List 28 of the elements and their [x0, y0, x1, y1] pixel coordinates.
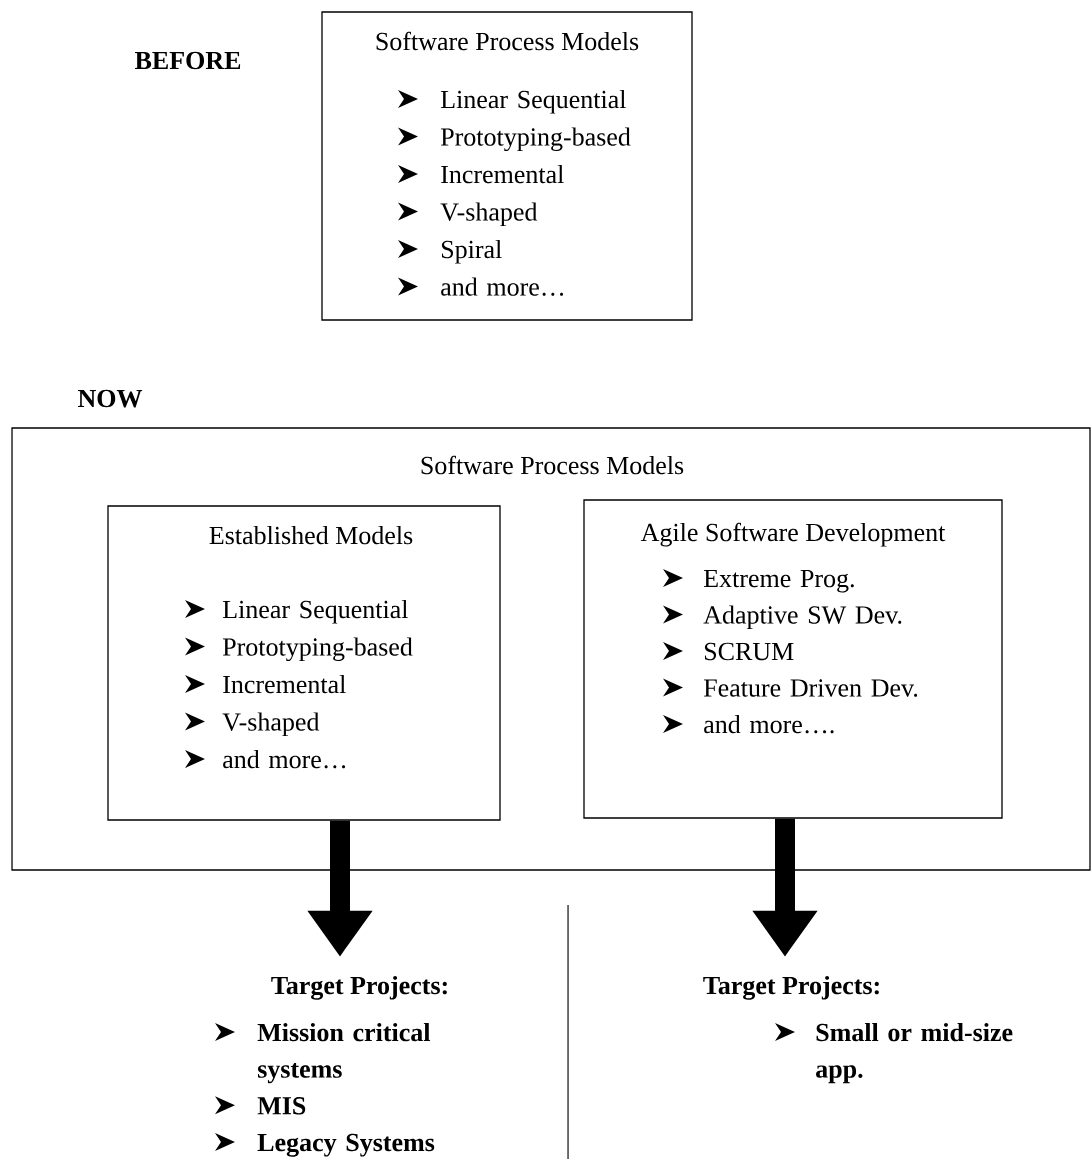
list-item: Feature Driven Dev.	[663, 678, 918, 697]
list-item: Extreme Prog.	[663, 569, 854, 593]
list-item: Prototyping-based	[185, 637, 413, 662]
heading: Target Projects:	[271, 975, 447, 1000]
list-item: Legacy Systems	[215, 1133, 435, 1157]
heading: Software Process Models	[376, 31, 639, 51]
list-item: Spiral	[398, 239, 502, 264]
heading: Software Process Models	[421, 455, 684, 475]
list-item: Linear Sequential	[185, 599, 408, 624]
list-item: Incremental	[398, 164, 564, 184]
list-item: Linear Sequential	[398, 89, 626, 114]
list-item: and more…	[398, 277, 564, 296]
list-item: Incremental	[185, 674, 346, 694]
section-label: BEFORE	[135, 51, 241, 70]
list-item: Small or mid-size app.	[775, 1022, 1013, 1084]
heading: Established Models	[209, 525, 413, 545]
list-item: and more…	[185, 749, 346, 769]
list-item: V-shaped	[185, 712, 320, 737]
list-item: V-shaped	[398, 202, 538, 227]
heading: Target Projects:	[703, 975, 879, 1000]
list-item: Mission critical systems	[215, 1022, 431, 1084]
list-item: Adaptive SW Dev.	[663, 605, 902, 630]
list-item: and more….	[663, 714, 834, 734]
heading: Agile Software Development	[640, 522, 946, 547]
list-item: SCRUM	[663, 642, 794, 661]
list-item: Prototyping-based	[398, 127, 631, 152]
list-item: MIS	[215, 1096, 306, 1115]
section-label: NOW	[78, 389, 143, 408]
